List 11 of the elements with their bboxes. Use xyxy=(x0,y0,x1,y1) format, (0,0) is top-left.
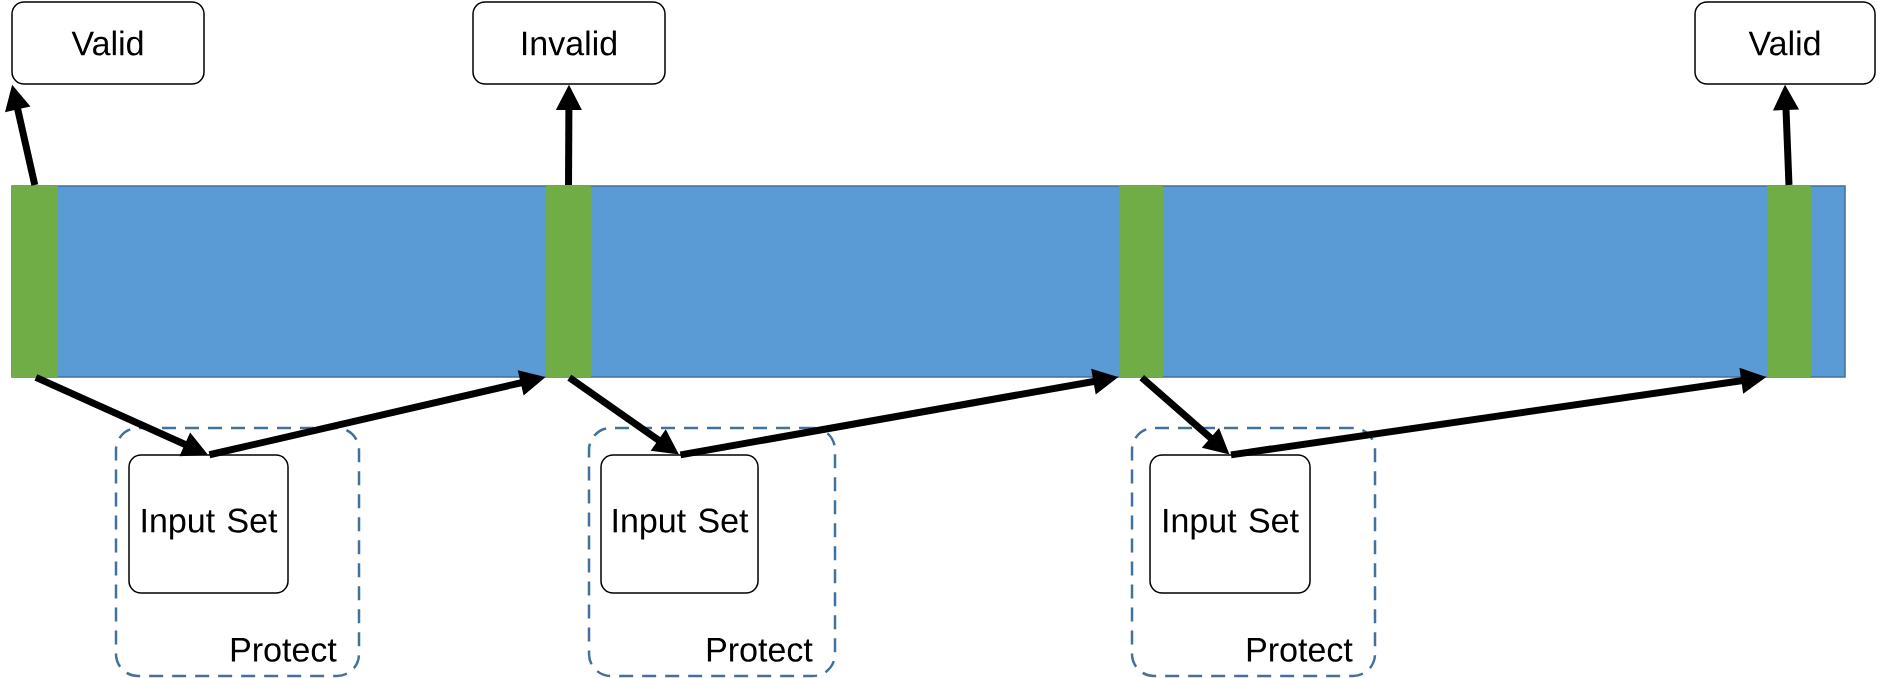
input-box: Input Set xyxy=(600,454,759,594)
label-box: Invalid xyxy=(472,1,666,85)
data-bar xyxy=(11,185,1846,378)
label-box: Valid xyxy=(1694,1,1876,85)
label-box: Valid xyxy=(11,1,205,85)
input-box: Input Set xyxy=(128,454,289,594)
input-box: Input Set xyxy=(1149,454,1311,594)
bar-segment xyxy=(12,186,58,377)
bar-segment xyxy=(1119,186,1163,377)
bar-segment xyxy=(546,186,591,377)
bar-segment xyxy=(1767,186,1811,377)
